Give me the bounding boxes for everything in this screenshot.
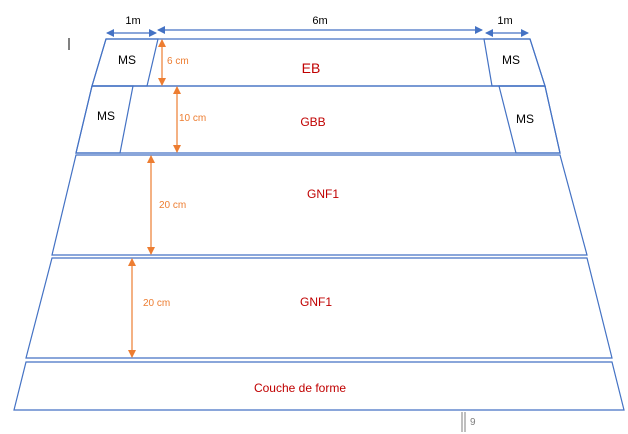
layer-label-gnf1-lower: GNF1 xyxy=(300,295,332,309)
layer-couche-de-forme-outline xyxy=(13,361,625,411)
page-number-marker: 9 xyxy=(461,412,476,432)
shoulder-label-left-gbb: MS xyxy=(97,109,115,123)
shoulder-label-right-gbb: MS xyxy=(516,112,534,126)
thickness-label-gbb: 10 cm xyxy=(179,113,206,124)
layer-gnf1-lower-outline xyxy=(25,257,613,359)
layer-label-gnf1-upper: GNF1 xyxy=(307,187,339,201)
thickness-label-gnf1-upper: 20 cm xyxy=(159,200,186,211)
shoulder-label-left-eb: MS xyxy=(118,53,136,67)
layer-gnf1-upper-outline xyxy=(51,154,588,256)
shoulder-label-right-eb: MS xyxy=(502,53,520,67)
thickness-label-eb: 6 cm xyxy=(167,56,189,67)
page-number: 9 xyxy=(470,417,476,428)
thickness-label-gnf1-lower: 20 cm xyxy=(143,298,170,309)
layer-label-gbb: GBB xyxy=(300,115,325,129)
layer-label-couche-de-forme: Couche de forme xyxy=(254,381,346,395)
dimension-label-left: 1m xyxy=(125,15,140,27)
shoulder-left-gbb xyxy=(75,85,134,154)
shoulder-right-gbb xyxy=(498,85,561,154)
layer-label-eb: EB xyxy=(302,60,321,76)
dimension-label-center: 6m xyxy=(312,15,327,27)
dimension-label-right: 1m xyxy=(497,15,512,27)
